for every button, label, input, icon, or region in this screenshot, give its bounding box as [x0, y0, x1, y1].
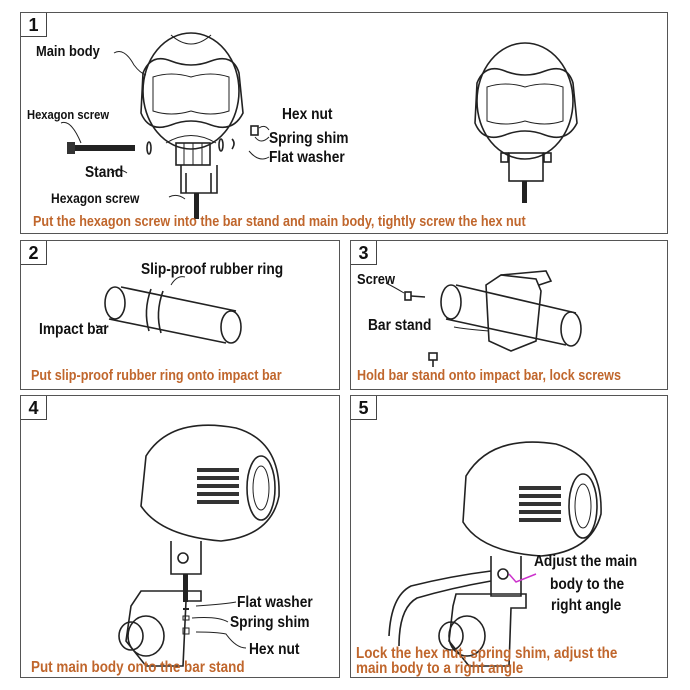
- step-2-caption: Put slip-proof rubber ring onto impact b…: [31, 367, 282, 384]
- bar-stand: [118, 590, 247, 667]
- step-1-illustration: [60, 32, 578, 219]
- label-hex-nut: Hex nut: [249, 641, 300, 658]
- label-spring-shim: Spring shim: [269, 130, 349, 147]
- step-3-illustration: [385, 270, 582, 367]
- label-hexagon-screw-bottom: Hexagon screw: [51, 190, 140, 206]
- step-3-caption: Hold bar stand onto impact bar, lock scr…: [357, 367, 621, 384]
- step-5-caption-line1: Lock the hex nut, spring shim, adjust th…: [356, 645, 618, 662]
- step-1-panel: 1 Main body Hexagon screw Hex nut Spring…: [20, 12, 668, 234]
- label-impact-bar: Impact bar: [39, 321, 109, 338]
- label-main-body: Main body: [36, 43, 100, 60]
- label-adjust-line3: right angle: [551, 597, 622, 614]
- step-5-panel: 5 Adjust the main body to the right angl…: [350, 395, 668, 678]
- label-hexagon-screw: Hexagon screw: [27, 107, 110, 122]
- lamp-mounted: [388, 441, 602, 667]
- step-number: 4: [21, 396, 47, 420]
- label-screw: Screw: [357, 271, 396, 288]
- step-5-illustration: [388, 441, 602, 667]
- step-5-caption-line2: main body to a right angle: [356, 660, 524, 677]
- label-spring-shim: Spring shim: [230, 614, 310, 631]
- step-2-illustration: [95, 276, 242, 344]
- step-1-caption: Put the hexagon screw into the bar stand…: [33, 213, 526, 230]
- step-3-panel: 3 Screw Bar stand Hold bar stand onto im…: [350, 240, 668, 390]
- step-number: 3: [351, 241, 377, 265]
- impact-bar-with-ring: [95, 276, 242, 344]
- leader-lines: [60, 51, 270, 200]
- step-number: 5: [351, 396, 377, 420]
- label-flat-washer: Flat washer: [237, 594, 313, 611]
- step-number: 2: [21, 241, 47, 265]
- label-hex-nut: Hex nut: [282, 106, 333, 123]
- step-4-illustration: [118, 424, 280, 667]
- lamp-exploded: [67, 32, 259, 219]
- step-number: 1: [21, 13, 47, 37]
- label-bar-stand: Bar stand: [368, 317, 432, 334]
- label-rubber-ring: Slip-proof rubber ring: [141, 261, 284, 278]
- step-4-caption: Put main body onto the bar stand: [31, 659, 245, 676]
- step-2-panel: 2 Slip-proof rubber ring Impact bar Put …: [20, 240, 340, 390]
- lamp-side-view: [140, 424, 280, 602]
- bar-stand-on-impact-bar: [385, 270, 582, 367]
- step-4-panel: 4 Flat washer Spring shim Hex nut Put ma…: [20, 395, 340, 678]
- pointer-line: [508, 573, 537, 583]
- label-stand: Stand: [85, 164, 124, 181]
- label-adjust-line2: body to the: [550, 576, 625, 593]
- label-flat-washer: Flat washer: [269, 149, 345, 166]
- lamp-assembled: [474, 42, 578, 203]
- label-adjust-line1: Adjust the main: [534, 553, 638, 570]
